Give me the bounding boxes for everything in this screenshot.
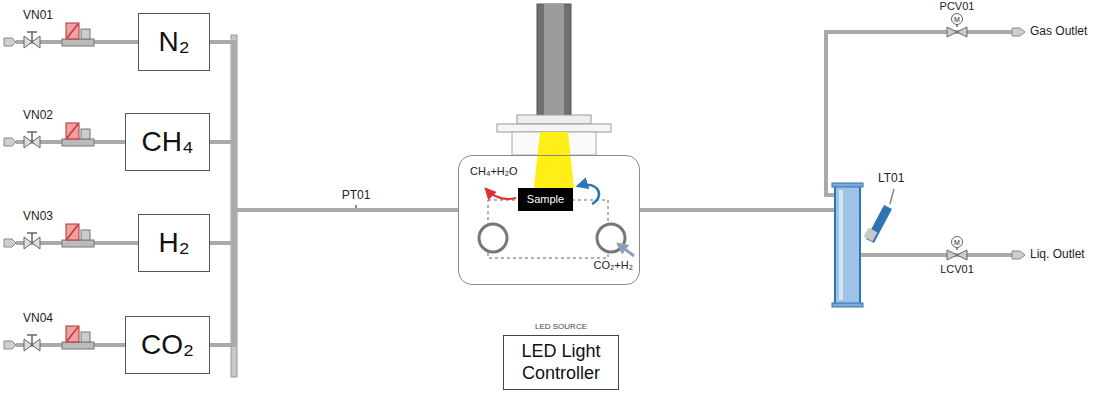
valve-tag: VN01: [23, 9, 53, 22]
gas-feed-line: [4, 123, 140, 148]
gas-source-box: H₂: [138, 214, 210, 272]
controller-label: LED Light Controller: [504, 341, 618, 384]
gas-source-box: CH₄: [125, 113, 210, 171]
separator-tank: [832, 303, 863, 307]
led-lamp: [497, 4, 611, 188]
control-valve: [947, 237, 967, 261]
gas-formula: H₂: [158, 228, 189, 259]
valve-tag: VN03: [23, 210, 53, 223]
gas-feed-line: [4, 224, 140, 249]
led-lamp: [517, 115, 591, 124]
instrument-tag: PT01: [342, 189, 371, 202]
reactor-internals: [618, 244, 634, 256]
led-controller-box: LED SOURCELED Light Controller: [503, 335, 619, 390]
feed-label: CO₂+H₂: [594, 259, 633, 272]
gas-formula: N₂: [158, 27, 189, 58]
process-piping: [640, 208, 835, 212]
valve-tag: VN04: [23, 312, 53, 325]
gas-feed-line: [4, 23, 140, 48]
separator-tank: [832, 183, 863, 187]
valve-tag: PCV01: [940, 0, 975, 12]
process-piping: [1012, 28, 1025, 36]
motor-mark: M: [954, 16, 960, 23]
pipe-connector: [210, 210, 458, 243]
instrument-tag: LT01: [878, 172, 904, 185]
process-piping: [1012, 251, 1025, 259]
sample-holder: Sample: [518, 188, 573, 211]
process-piping: [826, 32, 1012, 195]
separator-tank: [835, 185, 860, 305]
valve-tag: LCV01: [940, 263, 974, 275]
separator-tank: [839, 190, 843, 300]
process-piping: [640, 28, 1025, 259]
level-transmitter: [868, 189, 894, 241]
level-transmitter: [890, 189, 894, 204]
pipe-connector: [210, 142, 458, 210]
reactor-internals: [479, 185, 634, 258]
gas-source-box: N₂: [138, 13, 210, 71]
reactor-internals: [479, 224, 507, 252]
level-transmitter: [868, 230, 873, 239]
pipe-connector: [210, 42, 458, 210]
process-piping: [860, 253, 1012, 257]
gas-formula: CO₂: [141, 330, 194, 361]
photoreactor: CH₄+H₂O CO₂+H₂ Sample: [458, 155, 640, 285]
section-heading: LED SOURCE: [484, 323, 638, 331]
gas-feed-line: [4, 326, 140, 351]
outlet-label: Liq. Outlet: [1030, 248, 1085, 261]
motor-mark: M: [954, 239, 960, 246]
outlet-label: Gas Outlet: [1030, 25, 1087, 38]
separator-tank: [832, 183, 863, 307]
reactor-internals: [578, 185, 599, 204]
valve-tag: VN02: [23, 109, 53, 122]
reactor-internals: [486, 189, 516, 199]
product-label: CH₄+H₂O: [470, 165, 518, 178]
led-lamp: [537, 4, 571, 115]
gas-formula: CH₄: [142, 127, 194, 158]
gas-source-box: CO₂: [125, 316, 210, 374]
led-lamp: [534, 132, 574, 188]
sample-label: Sample: [527, 193, 564, 206]
led-lamp: [544, 4, 564, 115]
led-lamp: [497, 124, 611, 132]
control-valve: [947, 14, 967, 38]
pipe-connector: [210, 210, 458, 345]
